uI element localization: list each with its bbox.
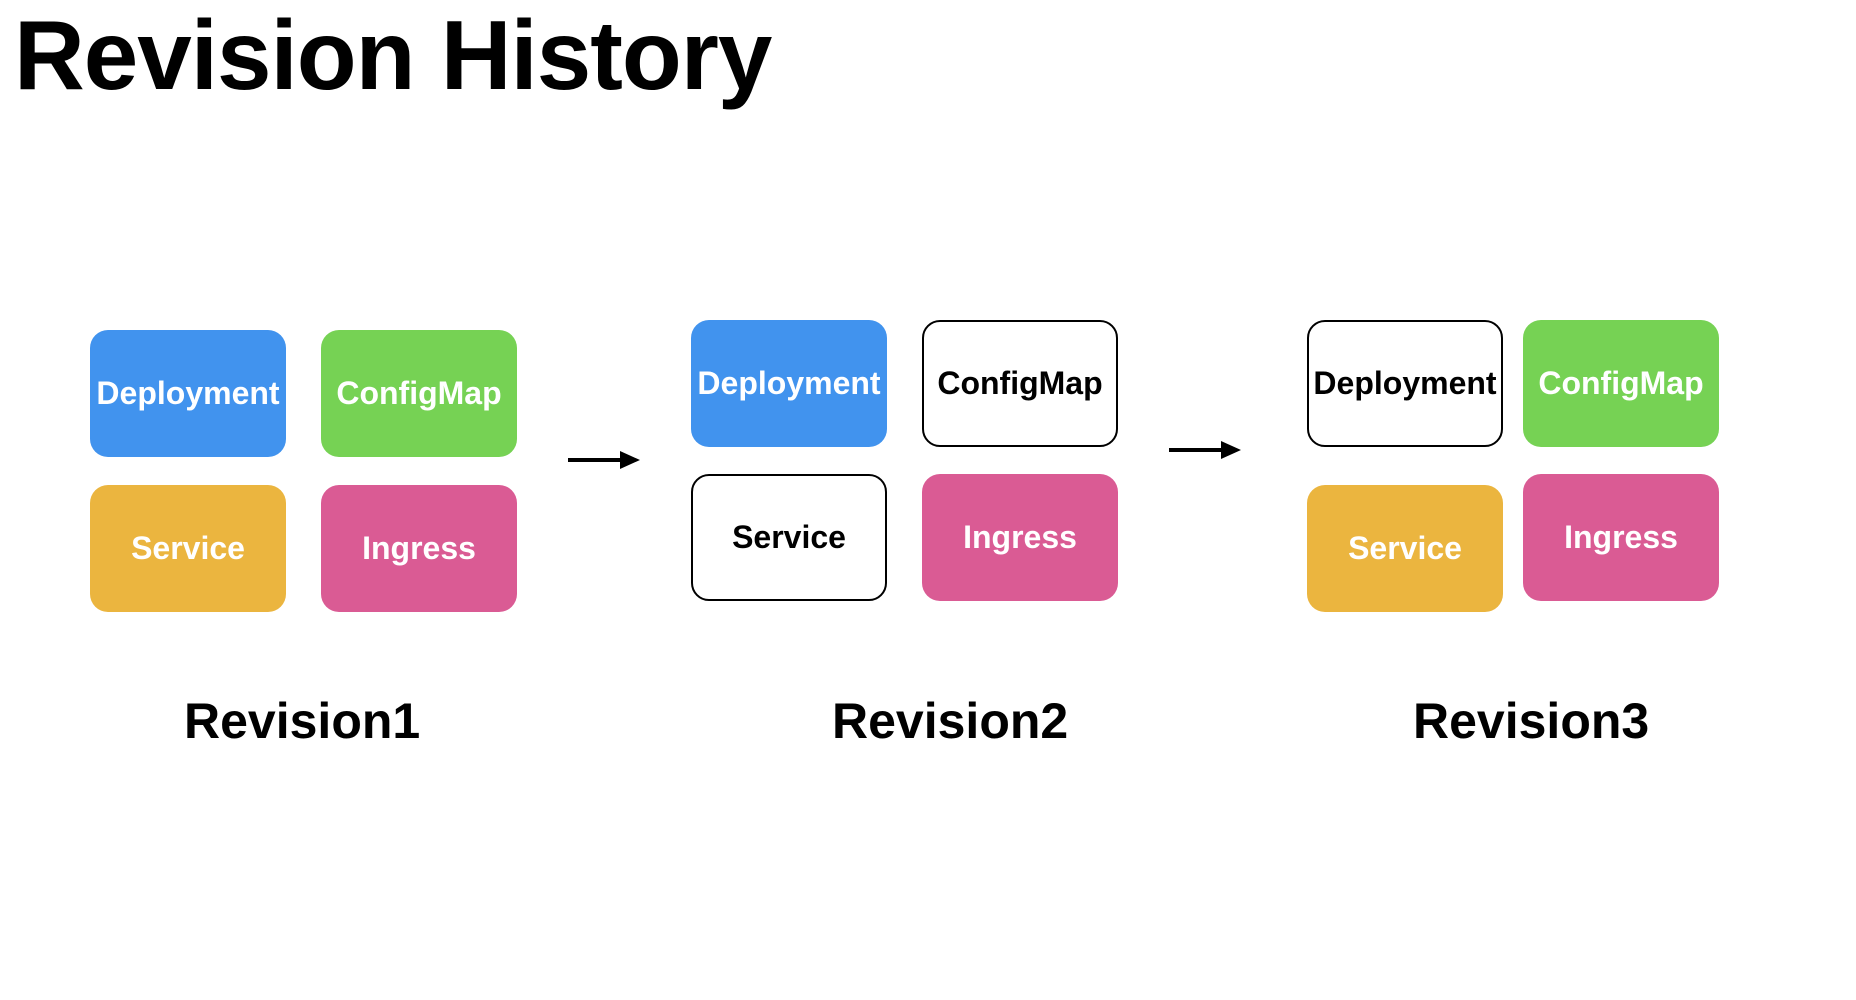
resource-label: Ingress [1564,519,1678,555]
revision3-label: Revision3 [1413,693,1650,749]
revision3-deployment-box: Deployment [1307,320,1503,447]
revision2-label: Revision2 [832,693,1069,749]
revision1-configmap-box: ConfigMap [321,330,517,457]
resource-label: Deployment [1313,365,1497,401]
revision1-deployment-box: Deployment [90,330,286,457]
arrow-right-icon [1169,441,1241,459]
revision3-ingress-box: Ingress [1523,474,1719,601]
revision2-deployment-box: Deployment [691,320,887,447]
page-title: Revision History [14,0,772,110]
resource-label: ConfigMap [336,375,502,411]
resource-label: Ingress [963,519,1077,555]
revision2-service-box: Service [691,474,887,601]
revision1-ingress-box: Ingress [321,485,517,612]
resource-label: ConfigMap [1538,365,1704,401]
resource-label: Ingress [362,530,476,566]
resource-label: ConfigMap [937,365,1103,401]
resource-label: Service [732,519,846,555]
resource-label: Service [131,530,245,566]
resource-label: Deployment [697,365,881,401]
revision1-service-box: Service [90,485,286,612]
revision2-configmap-box: ConfigMap [922,320,1118,447]
revision2-ingress-box: Ingress [922,474,1118,601]
revision3-service-box: Service [1307,485,1503,612]
resource-label: Service [1348,530,1462,566]
resource-label: Deployment [96,375,280,411]
revision1-label: Revision1 [184,693,421,749]
revision3-configmap-box: ConfigMap [1523,320,1719,447]
arrow-right-icon [568,451,640,469]
